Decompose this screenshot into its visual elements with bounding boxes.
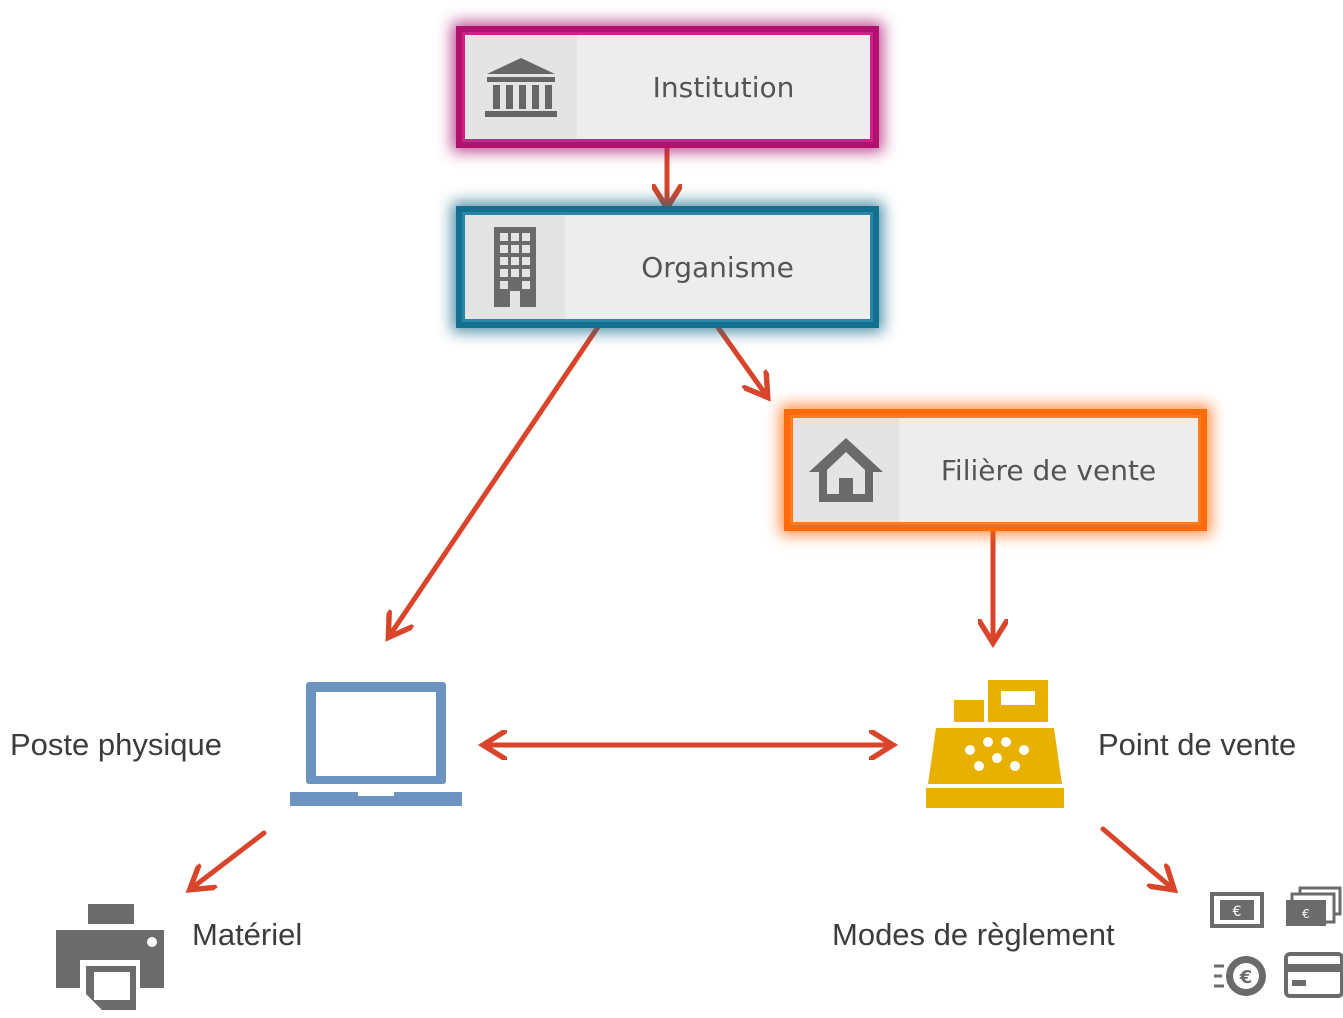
arrow-poste-materiel — [192, 830, 267, 888]
poste-physique-label: Poste physique — [10, 727, 222, 762]
bank-icon — [465, 35, 577, 139]
organisme-label: Organisme — [641, 250, 794, 284]
institution-node: Institution — [462, 32, 873, 142]
arrow-point-modes — [1100, 826, 1172, 888]
svg-text:€: € — [1233, 904, 1242, 920]
credit-card-icon — [1284, 950, 1343, 1004]
svg-text:€: € — [1302, 907, 1310, 921]
modes-reglement-label: Modes de règlement — [832, 917, 1115, 952]
euro-coin-icon: € — [1212, 952, 1272, 1006]
materiel-label: Matériel — [192, 917, 303, 952]
printer-icon — [52, 902, 170, 1018]
point-de-vente-label: Point de vente — [1098, 727, 1297, 762]
organisme-node: Organisme — [462, 212, 873, 322]
banknotes-stack-icon: € — [1284, 884, 1343, 932]
arrow-organisme-filiere — [714, 323, 766, 395]
cash-register-icon — [922, 678, 1068, 814]
svg-text:€: € — [1239, 967, 1253, 988]
filiere-label: Filière de vente — [940, 453, 1157, 487]
institution-label: Institution — [652, 70, 795, 104]
laptop-icon — [290, 676, 466, 816]
filiere-node: Filière de vente — [790, 415, 1201, 525]
arrow-organisme-poste — [390, 321, 603, 635]
building-icon — [465, 215, 565, 319]
banknote-icon: € — [1210, 890, 1266, 934]
house-icon — [793, 418, 899, 522]
